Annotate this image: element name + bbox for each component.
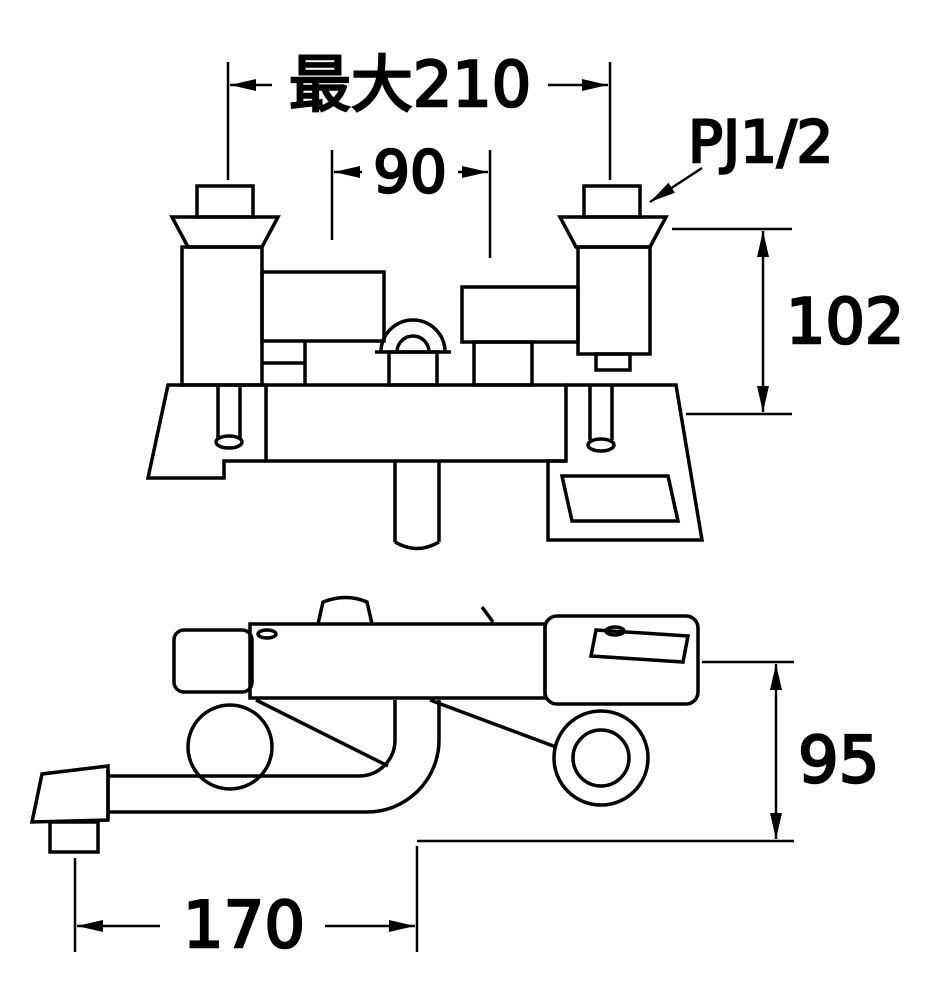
right-union-hex-nut [582, 184, 642, 219]
thread-callout-leader [649, 166, 703, 204]
plan-handle-bump [316, 595, 374, 625]
dim-95-label: 95 [798, 724, 879, 798]
left-foot [214, 434, 244, 450]
front-view [145, 184, 705, 551]
dim-union-pitch: 90 [330, 137, 492, 258]
plan-right-leg-outer [552, 709, 650, 807]
shower-head [29, 764, 110, 824]
thread-callout-label: PJ1/2 [688, 108, 833, 176]
dim-102-label: 102 [786, 285, 904, 358]
right-wing-plate [559, 474, 681, 523]
right-leg-tab [594, 352, 632, 372]
arch-outer [379, 318, 447, 353]
dim-max-width: 最大210 [226, 47, 612, 180]
plan-right-leg-inner [571, 728, 631, 788]
plan-left-leg-diagonal [255, 698, 389, 768]
dim-max-width-label: 最大210 [289, 48, 531, 121]
left-union-leg [180, 245, 264, 387]
dim-90-label: 90 [373, 138, 447, 206]
arch-inner [395, 334, 431, 353]
left-union-hex-nut [195, 184, 255, 219]
right-union-leg [576, 245, 652, 356]
dim-170-label: 170 [183, 889, 305, 963]
right-valve-block [460, 285, 580, 344]
plan-body [248, 622, 547, 700]
top-view [29, 595, 700, 854]
right-valve-fitting [472, 340, 534, 387]
right-foot [586, 437, 616, 453]
plan-left-screw [256, 628, 278, 640]
plan-right-plate [588, 628, 691, 664]
dim-height: 102 [672, 227, 906, 416]
mixer-body [264, 383, 568, 463]
dim-depth: 95 [417, 660, 881, 843]
spout-inner-edge [108, 700, 397, 778]
plan-left-cap [172, 628, 254, 694]
spout-outer-edge [108, 700, 441, 814]
shower-head-foot [48, 820, 100, 854]
plan-left-cylinder [186, 703, 274, 791]
right-wing [546, 383, 705, 542]
dim-reach: 170 [73, 846, 419, 964]
plan-right-leg-diagonal [429, 698, 557, 749]
thread-callout: PJ1/2 [649, 107, 835, 204]
right-union-flange [557, 215, 669, 249]
left-valve-block [260, 270, 386, 343]
arch-cylinder [387, 350, 439, 387]
left-wing [145, 383, 266, 480]
down-pipe-cut-end [394, 540, 440, 551]
left-union-flange [169, 215, 281, 249]
plan-right-screw [604, 625, 626, 637]
plan-right-cap [543, 614, 700, 706]
plan-tick [480, 605, 495, 624]
